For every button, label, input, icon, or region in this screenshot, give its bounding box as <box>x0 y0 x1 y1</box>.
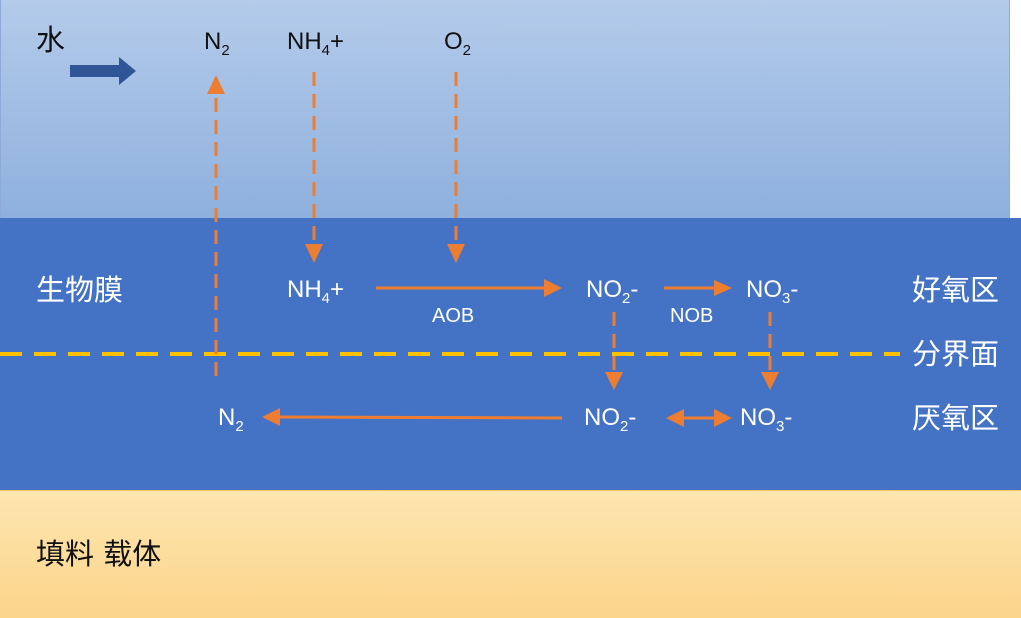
biofilm-label: 生物膜 <box>36 273 124 307</box>
formula-base: NH <box>287 28 322 55</box>
formula-base: NH <box>287 276 322 303</box>
formula-subscript: 3 <box>776 418 785 435</box>
anaerobic-zone-label: 厌氧区 <box>912 401 1000 435</box>
water-label: 水 <box>36 23 66 57</box>
aob-reaction-arrow <box>376 279 562 297</box>
nob-label: NOB <box>670 305 714 327</box>
no3-aerobic-label: NO3- <box>746 276 799 307</box>
formula-charge: - <box>784 404 793 431</box>
formula-base: N <box>204 28 222 55</box>
aob-label: AOB <box>432 305 475 327</box>
formula-subscript: 2 <box>620 418 629 435</box>
formula-charge: + <box>330 28 345 55</box>
no2-anaerobic-label: NO2- <box>584 404 637 435</box>
nh4-water-label: NH4+ <box>287 28 345 59</box>
formula-base: NO <box>740 404 776 431</box>
formula-subscript: 3 <box>782 290 791 307</box>
formula-base: NO <box>746 276 782 303</box>
formula-subscript: 4 <box>321 290 331 307</box>
formula-subscript: 2 <box>622 290 631 307</box>
formula-subscript: 2 <box>221 42 230 59</box>
nh4-diffusion-arrow <box>305 72 323 263</box>
water-layer <box>0 0 1010 218</box>
formula-charge: - <box>628 404 637 431</box>
no2-transfer-arrow <box>605 312 623 390</box>
formula-base: N <box>218 404 236 431</box>
n2-anaerobic-label: N2 <box>218 404 244 435</box>
carrier-label: 填料 载体 <box>36 537 162 571</box>
no3-anaerobic-label: NO3- <box>740 404 793 435</box>
formula-subscript: 4 <box>321 42 331 59</box>
formula-subscript: 2 <box>462 42 472 59</box>
formula-subscript: 2 <box>235 418 244 435</box>
n2-release-arrow <box>207 75 225 376</box>
formula-charge: - <box>790 276 799 303</box>
carrier-layer <box>0 490 1021 618</box>
formula-base: NO <box>586 276 622 303</box>
no3-transfer-arrow <box>761 312 779 390</box>
formula-base: NO <box>584 404 620 431</box>
o2-water-label: O2 <box>444 28 472 59</box>
nh4-aerobic-label: NH4+ <box>287 276 345 307</box>
denitrification-arrow <box>262 408 563 426</box>
o2-diffusion-arrow <box>447 72 465 263</box>
water-flow-arrow-icon <box>70 57 136 85</box>
nob-reaction-arrow <box>664 280 732 296</box>
no2-aerobic-label: NO2- <box>586 276 639 307</box>
formula-charge: - <box>630 276 639 303</box>
interface-label: 分界面 <box>912 337 1000 371</box>
n2-water-label: N2 <box>204 28 230 59</box>
no2-no3-exchange-arrow <box>666 409 732 427</box>
aerobic-zone-label: 好氧区 <box>912 273 1000 307</box>
formula-charge: + <box>330 276 345 303</box>
formula-base: O <box>444 28 463 55</box>
